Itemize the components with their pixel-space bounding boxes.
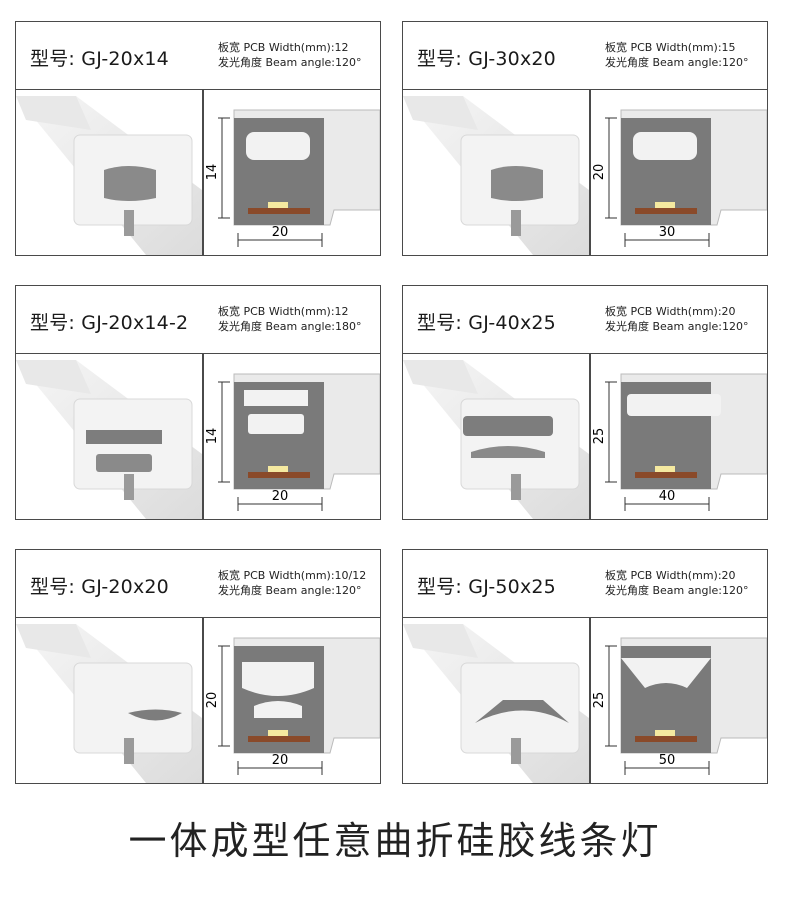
product-header: 型号: GJ-20x14 板宽 PCB Width(mm):12 发光角度 Be… [16,22,380,90]
divider [202,354,204,519]
model-title: 型号: GJ-40x25 [417,308,556,335]
product-card: 型号: GJ-20x20 板宽 PCB Width(mm):10/12 发光角度… [15,549,381,784]
model-label: 型号: [30,48,76,70]
beam-angle-spec: 发光角度 Beam angle:120° [218,584,362,597]
model-title: 型号: GJ-20x20 [30,572,169,599]
model-number: GJ-20x14-2 [81,312,189,334]
width-dimension: 30 [659,225,676,240]
pcb-width-spec: 板宽 PCB Width(mm):10/12 [218,569,367,582]
profile-3d-render [16,96,202,255]
cross-section-drawing: 25 50 [592,637,768,775]
width-dimension: 20 [272,753,289,768]
height-dimension: 20 [592,164,607,181]
product-card: 型号: GJ-30x20 板宽 PCB Width(mm):15 发光角度 Be… [402,21,768,256]
model-number: GJ-40x25 [468,312,556,334]
product-specs: 板宽 PCB Width(mm):10/12 发光角度 Beam angle:1… [218,568,366,598]
product-specs: 板宽 PCB Width(mm):20 发光角度 Beam angle:120° [605,304,748,334]
profile-3d-render [403,624,589,783]
divider [202,618,204,783]
product-header: 型号: GJ-40x25 板宽 PCB Width(mm):20 发光角度 Be… [403,286,767,354]
divider [589,354,591,519]
model-label: 型号: [417,48,463,70]
pcb-width-spec: 板宽 PCB Width(mm):20 [605,305,736,318]
beam-angle-spec: 发光角度 Beam angle:120° [218,56,362,69]
product-header: 型号: GJ-50x25 板宽 PCB Width(mm):20 发光角度 Be… [403,550,767,618]
cross-section-drawing: 14 20 [205,109,381,247]
height-dimension: 25 [592,692,607,709]
model-title: 型号: GJ-30x20 [417,44,556,71]
product-header: 型号: GJ-30x20 板宽 PCB Width(mm):15 发光角度 Be… [403,22,767,90]
height-dimension: 20 [205,692,220,709]
model-label: 型号: [30,312,76,334]
product-specs: 板宽 PCB Width(mm):12 发光角度 Beam angle:180° [218,304,361,334]
model-title: 型号: GJ-50x25 [417,572,556,599]
product-header: 型号: GJ-20x20 板宽 PCB Width(mm):10/12 发光角度… [16,550,380,618]
beam-angle-spec: 发光角度 Beam angle:120° [605,320,749,333]
cross-section-drawing: 20 30 [592,109,768,247]
width-dimension: 50 [659,753,676,768]
product-card: 型号: GJ-20x14 板宽 PCB Width(mm):12 发光角度 Be… [15,21,381,256]
divider [589,618,591,783]
model-title: 型号: GJ-20x14 [30,44,169,71]
model-number: GJ-20x20 [81,576,169,598]
height-dimension: 14 [205,164,220,181]
profile-3d-render [16,624,202,783]
model-label: 型号: [30,576,76,598]
width-dimension: 40 [659,489,676,504]
product-specs: 板宽 PCB Width(mm):12 发光角度 Beam angle:120° [218,40,361,70]
product-card: 型号: GJ-20x14-2 板宽 PCB Width(mm):12 发光角度 … [15,285,381,520]
footer-title: 一体成型任意曲折硅胶线条灯 [128,819,662,863]
cross-section-drawing: 25 40 [592,373,768,511]
model-number: GJ-50x25 [468,576,556,598]
product-header: 型号: GJ-20x14-2 板宽 PCB Width(mm):12 发光角度 … [16,286,380,354]
model-label: 型号: [417,312,463,334]
profile-3d-render [403,96,589,255]
divider [202,90,204,255]
beam-angle-spec: 发光角度 Beam angle:120° [605,584,749,597]
height-dimension: 25 [592,428,607,445]
model-number: GJ-30x20 [468,48,556,70]
product-specs: 板宽 PCB Width(mm):20 发光角度 Beam angle:120° [605,568,748,598]
width-dimension: 20 [272,489,289,504]
model-label: 型号: [417,576,463,598]
cross-section-drawing: 14 20 [205,373,381,511]
height-dimension: 14 [205,428,220,445]
beam-angle-spec: 发光角度 Beam angle:180° [218,320,362,333]
pcb-width-spec: 板宽 PCB Width(mm):20 [605,569,736,582]
product-card: 型号: GJ-50x25 板宽 PCB Width(mm):20 发光角度 Be… [402,549,768,784]
pcb-width-spec: 板宽 PCB Width(mm):15 [605,41,736,54]
beam-angle-spec: 发光角度 Beam angle:120° [605,56,749,69]
profile-3d-render [16,360,202,519]
pcb-width-spec: 板宽 PCB Width(mm):12 [218,305,349,318]
model-title: 型号: GJ-20x14-2 [30,308,188,335]
pcb-width-spec: 板宽 PCB Width(mm):12 [218,41,349,54]
product-card: 型号: GJ-40x25 板宽 PCB Width(mm):20 发光角度 Be… [402,285,768,520]
profile-3d-render [403,360,589,519]
product-specs: 板宽 PCB Width(mm):15 发光角度 Beam angle:120° [605,40,748,70]
width-dimension: 20 [272,225,289,240]
model-number: GJ-20x14 [81,48,169,70]
cross-section-drawing: 20 20 [205,637,381,775]
divider [589,90,591,255]
